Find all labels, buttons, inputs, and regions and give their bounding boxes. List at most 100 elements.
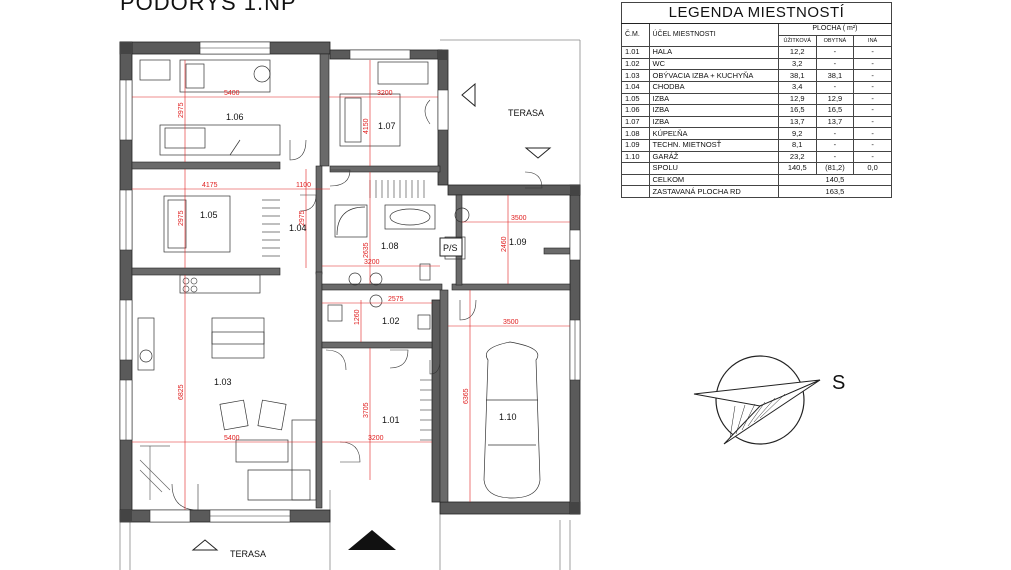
legend-spolu-ina: 0,0 bbox=[853, 162, 892, 175]
legend-cell: TECHN. MIETNOSŤ bbox=[648, 138, 779, 152]
legend-cell: CHODBA bbox=[648, 80, 779, 94]
dim-5400-bot: 5400 bbox=[224, 435, 240, 442]
dim-3500-109: 3500 bbox=[511, 215, 527, 222]
legend-cell: - bbox=[853, 104, 892, 117]
legend-title: LEGENDA MIESTNOSTÍ bbox=[621, 2, 892, 24]
legend-cell: IZBA bbox=[648, 115, 779, 129]
legend-cell: HALA bbox=[648, 46, 779, 59]
legend-cell: - bbox=[815, 80, 855, 94]
corner-blocks bbox=[120, 42, 580, 522]
terrace-arrow-left bbox=[461, 82, 476, 108]
legend-cell: - bbox=[815, 57, 855, 71]
doors bbox=[171, 99, 543, 511]
legend-celkom-row: CELKOM 140,5 bbox=[621, 173, 893, 187]
dimension-lines bbox=[132, 60, 570, 510]
legend-header-uzitkova: ÚŽITKOVÁ bbox=[777, 34, 817, 48]
legend-cell: 12,2 bbox=[777, 46, 817, 59]
legend-cell: 23,2 bbox=[777, 150, 817, 164]
legend-cell: 13,7 bbox=[815, 115, 855, 129]
dim-5400-top: 5400 bbox=[224, 90, 240, 97]
entrance-arrow bbox=[348, 530, 396, 550]
legend-cell: 38,1 bbox=[777, 69, 817, 82]
dim-1260: 1260 bbox=[354, 309, 361, 325]
dim-3200-top: 3200 bbox=[377, 90, 393, 97]
page-title: PÔDORYS 1.NP bbox=[120, 0, 297, 15]
dimension-texts: 5400 3200 2975 4150 4175 1100 2975 2975 … bbox=[178, 90, 527, 442]
legend-cell: 1.03 bbox=[621, 69, 650, 82]
room-1-10: 1.10 bbox=[499, 412, 517, 422]
legend-header-ucel: ÚČEL MIESTNOSTI bbox=[648, 22, 779, 48]
terrace-outlines bbox=[119, 39, 581, 570]
furniture bbox=[137, 59, 541, 501]
legend-cell: 3,2 bbox=[777, 57, 817, 71]
legend-zastavana-value: 163,5 bbox=[777, 185, 893, 198]
legend-cell: 12,9 bbox=[777, 92, 817, 106]
legend-cell: - bbox=[815, 46, 855, 59]
legend-cell: OBÝVACIA IZBA + KUCHYŇA bbox=[648, 69, 779, 82]
table-row: 1.04 CHODBA 3,4 - - bbox=[621, 80, 892, 94]
legend-cell: - bbox=[853, 69, 892, 82]
north-arrow-icon: S bbox=[693, 355, 845, 445]
dim-4150: 4150 bbox=[363, 118, 370, 134]
legend-cell: - bbox=[853, 115, 892, 129]
legend-cell: GARÁŽ bbox=[648, 150, 779, 164]
legend-cell: - bbox=[853, 127, 892, 140]
legend-cell: 1.05 bbox=[621, 92, 650, 106]
room-1-09: 1.09 bbox=[509, 237, 527, 247]
legend-spolu-obytna: (81,2) bbox=[815, 162, 855, 175]
dim-2975-104: 2975 bbox=[299, 210, 306, 226]
legend-cell: 1.01 bbox=[621, 46, 650, 59]
legend-cell: - bbox=[853, 46, 892, 59]
legend-header-cm: Č.M. bbox=[621, 22, 650, 48]
legend-zastavana-label: ZASTAVANÁ PLOCHA RD bbox=[648, 185, 779, 198]
room-1-04: 1.04 bbox=[289, 223, 307, 233]
legend-cell: 1.04 bbox=[621, 80, 650, 94]
north-label: S bbox=[832, 372, 845, 394]
legend-cell: KÚPEĽŇA bbox=[648, 127, 779, 140]
legend-cell: 16,5 bbox=[777, 104, 817, 117]
legend-cell: 1.08 bbox=[621, 127, 650, 140]
terasa-bottom-label: TERASA bbox=[230, 549, 266, 559]
legend-spolu-row: SPOLU 140,5 (81,2) 0,0 bbox=[621, 162, 892, 175]
legend-cell: 16,5 bbox=[815, 104, 855, 117]
dim-2975-106: 2975 bbox=[178, 102, 185, 118]
legend-cell: 1.02 bbox=[621, 57, 650, 71]
room-legend-table: LEGENDA MIESTNOSTÍ Č.M. ÚČEL MIESTNOSTI … bbox=[621, 2, 893, 198]
legend-cell: IZBA bbox=[648, 104, 779, 117]
table-row: 1.08 KÚPEĽŇA 9,2 - - bbox=[621, 127, 892, 140]
dim-2635: 2635 bbox=[363, 242, 370, 258]
legend-header-obytna: OBYTNÁ bbox=[815, 34, 855, 48]
legend-cell: - bbox=[853, 57, 892, 71]
ps-shaft: P/S bbox=[439, 237, 463, 257]
dim-4175: 4175 bbox=[202, 182, 218, 189]
terrace-arrow-up bbox=[191, 539, 219, 551]
table-row: 1.07 IZBA 13,7 13,7 - bbox=[621, 115, 892, 129]
room-1-05: 1.05 bbox=[200, 210, 218, 220]
legend-cell: 38,1 bbox=[815, 69, 855, 82]
legend-cell: 13,7 bbox=[777, 115, 817, 129]
terrace-arrow-down bbox=[524, 147, 552, 159]
windows bbox=[119, 41, 581, 523]
table-row: 1.10 GARÁŽ 23,2 - - bbox=[621, 150, 892, 164]
dim-2975-105: 2975 bbox=[178, 210, 185, 226]
legend-cell: 8,1 bbox=[777, 138, 817, 152]
legend-zastavana-row: ZASTAVANÁ PLOCHA RD 163,5 bbox=[621, 185, 893, 198]
legend-cell: - bbox=[853, 80, 892, 94]
room-1-08: 1.08 bbox=[381, 241, 399, 251]
table-row: 1.01 HALA 12,2 - - bbox=[621, 46, 892, 59]
room-1-02: 1.02 bbox=[382, 316, 400, 326]
legend-cell: 12,9 bbox=[815, 92, 855, 106]
legend-cell: 1.10 bbox=[621, 150, 650, 164]
legend-cell: - bbox=[815, 150, 855, 164]
legend-celkom-label: CELKOM bbox=[648, 173, 779, 187]
legend-cell: 3,4 bbox=[777, 80, 817, 94]
dim-3200-bot: 3200 bbox=[368, 435, 384, 442]
room-1-01: 1.01 bbox=[382, 415, 400, 425]
legend-cell: - bbox=[853, 150, 892, 164]
dim-2460: 2460 bbox=[501, 236, 508, 252]
room-labels: 1.06 1.07 1.05 1.04 1.08 1.09 1.02 1.03 … bbox=[200, 112, 527, 425]
room-1-07: 1.07 bbox=[378, 121, 396, 131]
legend-celkom-value: 140,5 bbox=[777, 173, 893, 187]
dim-6825: 6825 bbox=[178, 384, 185, 400]
